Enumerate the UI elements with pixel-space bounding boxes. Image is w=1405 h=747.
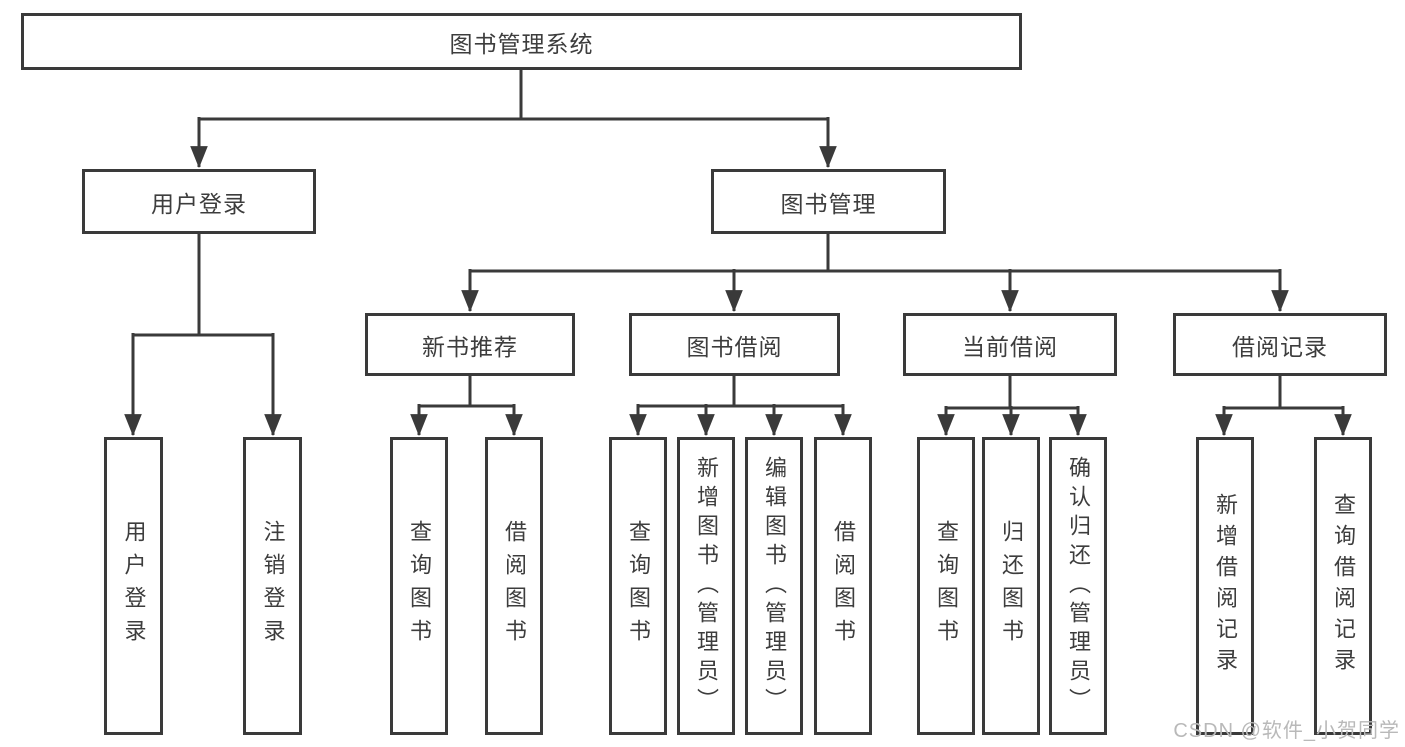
leaf-bb-edit-books-admin-label: 编辑图书（管理员） (762, 455, 787, 717)
leaf-cb-confirm-return-admin-label: 确认归还（管理员） (1066, 455, 1091, 717)
leaf-bb-add-books-admin-label: 新增图书（管理员） (694, 455, 719, 717)
node-borrowing-records-label: 借阅记录 (1232, 333, 1328, 360)
node-book-management-label: 图书管理 (780, 190, 877, 217)
node-book-borrowing-label: 图书借阅 (686, 333, 783, 360)
node-borrowing-records: 借阅记录 (1173, 313, 1387, 376)
node-book-management: 图书管理 (711, 169, 946, 234)
leaf-cb-confirm-return-admin: 确认归还（管理员） (1049, 437, 1107, 735)
node-current-borrowing: 当前借阅 (903, 313, 1117, 376)
csdn-watermark: CSDN @软件_小贺同学 (1173, 720, 1400, 742)
node-user-login: 用户登录 (82, 169, 316, 234)
node-library-system: 图书管理系统 (21, 13, 1022, 70)
leaf-bb-query-books-label: 查询图书 (626, 520, 651, 652)
leaf-cb-query-books: 查询图书 (917, 437, 975, 735)
leaf-cb-return-books-label: 归还图书 (999, 520, 1024, 652)
leaf-bb-borrow-books-label: 借阅图书 (831, 520, 856, 652)
leaf-nb-borrow-books-label: 借阅图书 (502, 520, 527, 652)
leaf-rec-add-borrow-record-label: 新增借阅记录 (1213, 493, 1238, 679)
leaf-user-login: 用户登录 (104, 437, 163, 735)
node-user-login-label: 用户登录 (151, 190, 247, 217)
leaf-rec-query-borrow-record-label: 查询借阅记录 (1331, 493, 1356, 679)
node-new-book-recommend-label: 新书推荐 (422, 333, 518, 360)
leaf-cb-return-books: 归还图书 (982, 437, 1040, 735)
leaf-bb-add-books-admin: 新增图书（管理员） (677, 437, 735, 735)
node-book-borrowing: 图书借阅 (629, 313, 840, 376)
leaf-rec-query-borrow-record: 查询借阅记录 (1314, 437, 1372, 735)
leaf-nb-query-books: 查询图书 (390, 437, 448, 735)
leaf-bb-borrow-books: 借阅图书 (814, 437, 872, 735)
leaf-bb-edit-books-admin: 编辑图书（管理员） (745, 437, 803, 735)
leaf-logout: 注销登录 (243, 437, 302, 735)
leaf-nb-query-books-label: 查询图书 (407, 520, 432, 652)
leaf-rec-add-borrow-record: 新增借阅记录 (1196, 437, 1254, 735)
leaf-nb-borrow-books: 借阅图书 (485, 437, 543, 735)
node-current-borrowing-label: 当前借阅 (962, 333, 1058, 360)
leaf-user-login-label: 用户登录 (121, 520, 147, 652)
node-library-system-label: 图书管理系统 (449, 30, 594, 57)
node-new-book-recommend: 新书推荐 (365, 313, 575, 376)
leaf-bb-query-books: 查询图书 (609, 437, 667, 735)
leaf-logout-label: 注销登录 (260, 520, 286, 652)
leaf-cb-query-books-label: 查询图书 (934, 520, 959, 652)
